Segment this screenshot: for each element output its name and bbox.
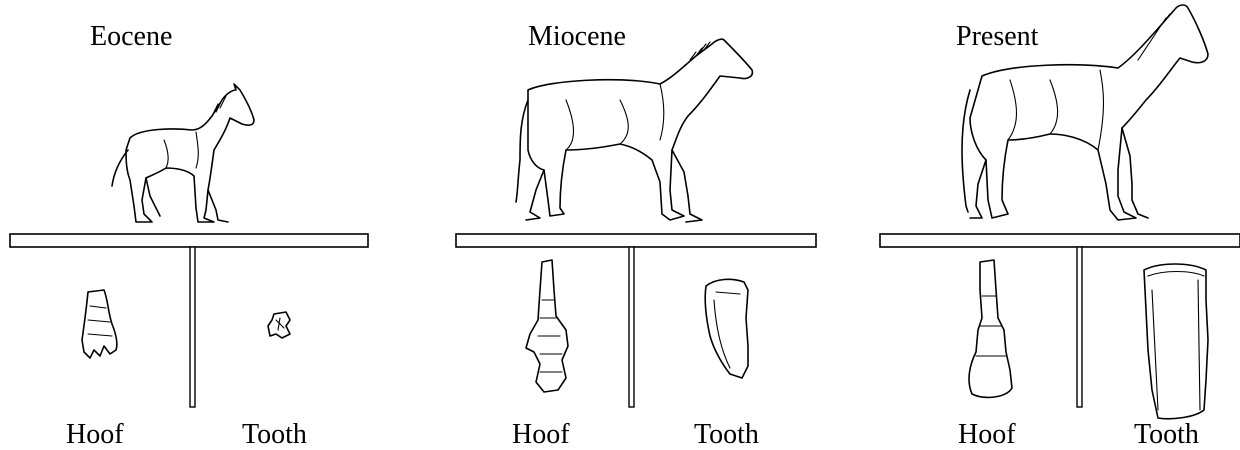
eocene-tooth-label: Tooth xyxy=(242,419,307,450)
miocene-shelf xyxy=(456,234,816,247)
present-tooth-label: Tooth xyxy=(1134,419,1199,450)
panel-present: Present Hoof Tooth xyxy=(880,5,1240,450)
miocene-tooth-label: Tooth xyxy=(694,419,759,450)
miocene-hoof-label: Hoof xyxy=(512,419,570,450)
eocene-hoof-icon xyxy=(82,290,117,358)
eocene-divider xyxy=(190,247,195,407)
miocene-divider xyxy=(629,247,634,407)
miocene-horse-icon xyxy=(516,39,752,222)
present-divider xyxy=(1077,247,1082,407)
miocene-tooth-icon xyxy=(705,279,748,378)
era-label-present: Present xyxy=(956,21,1039,52)
panel-miocene: Miocene Hoof Tooth xyxy=(456,21,816,450)
present-shelf xyxy=(880,234,1240,247)
present-hoof-label: Hoof xyxy=(958,419,1016,450)
panel-eocene: Eocene Hoof Tooth xyxy=(10,21,368,450)
eocene-hoof-label: Hoof xyxy=(66,419,124,450)
era-label-eocene: Eocene xyxy=(90,21,172,52)
eocene-horse-icon xyxy=(112,84,254,222)
eocene-tooth-icon xyxy=(268,312,290,338)
present-hoof-icon xyxy=(969,260,1012,397)
miocene-hoof-icon xyxy=(526,260,568,392)
eocene-shelf xyxy=(10,234,368,247)
era-label-miocene: Miocene xyxy=(528,21,626,52)
present-tooth-icon xyxy=(1144,264,1208,419)
